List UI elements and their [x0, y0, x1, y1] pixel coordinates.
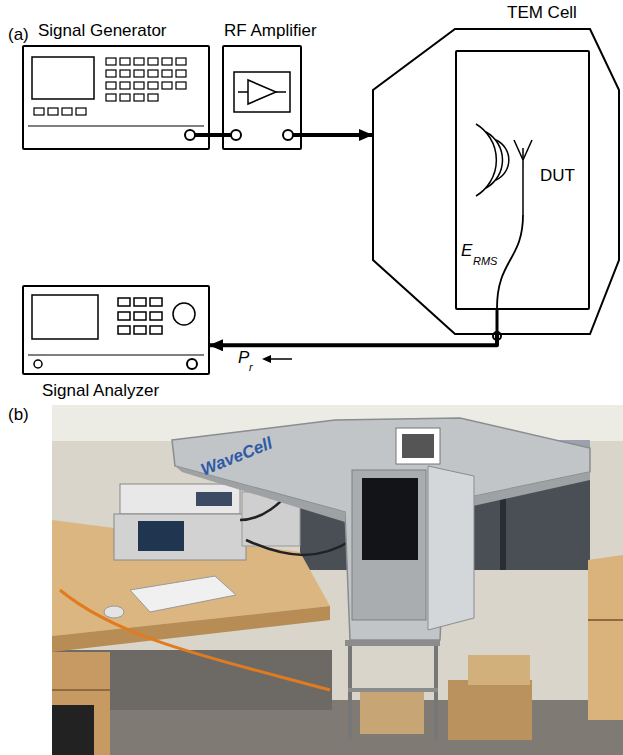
dut-enclosure: DUT	[455, 50, 590, 310]
amplifier-symbol	[222, 72, 302, 140]
power-subscript: r	[249, 361, 253, 373]
lab-photo	[52, 405, 623, 755]
brand-mark: WaveCell	[198, 434, 275, 480]
cell-outline	[372, 28, 620, 335]
signal-generator: Signal Generator	[22, 45, 210, 150]
cell-outline-shape	[373, 29, 619, 334]
generator-panel	[28, 57, 210, 140]
node-label: TEM Cell	[507, 4, 577, 23]
coax-cable	[302, 133, 372, 137]
coax-cable	[210, 335, 497, 345]
rf-amplifier: RF Amplifier	[222, 45, 302, 150]
signal-analyzer: Signal Analyzer	[22, 285, 210, 375]
node-label: DUT	[540, 167, 575, 186]
field-symbol: E	[461, 242, 472, 261]
coax-cable	[210, 133, 222, 137]
dut-antenna	[476, 124, 532, 340]
power-symbol: P	[238, 349, 249, 368]
panel-letter: (a)	[8, 26, 29, 45]
tem-cell: TEM CellDUT	[372, 28, 620, 335]
power-arrow	[262, 355, 292, 363]
field-subscript: RMS	[473, 255, 497, 267]
node-label: Signal Analyzer	[42, 382, 159, 401]
analyzer-panel	[28, 295, 204, 369]
node-label: Signal Generator	[38, 22, 167, 41]
node-label: RF Amplifier	[224, 22, 317, 41]
panel-letter: (b)	[8, 406, 29, 425]
